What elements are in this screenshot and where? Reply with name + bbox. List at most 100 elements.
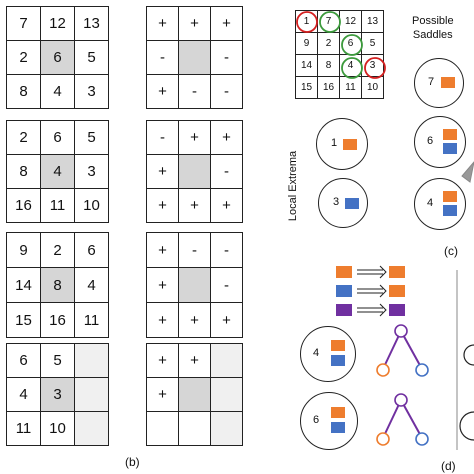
orange-square <box>443 191 457 202</box>
clipped-circle-edge <box>459 411 474 441</box>
value-cell: 7 <box>6 6 41 41</box>
value-cell: 6 <box>74 232 109 268</box>
sign-cell: - <box>210 74 243 109</box>
blue-square <box>336 285 352 297</box>
sign-cell <box>178 267 211 303</box>
purple-square <box>389 304 405 316</box>
value-cell: 15 <box>6 302 41 338</box>
sign-cell: + <box>146 74 179 109</box>
value-cell: 8 <box>6 154 41 189</box>
sign-cell <box>146 411 179 446</box>
value-cell: 13 <box>74 6 109 41</box>
sign-grid-2: -+++-+++ <box>146 120 243 223</box>
sign-cell: + <box>210 6 243 41</box>
value-cell: 16 <box>40 302 75 338</box>
value-cell: 8 <box>40 267 75 303</box>
orange-square <box>331 407 345 418</box>
blue-square <box>331 422 345 433</box>
value-cell: 11 <box>74 302 109 338</box>
sign-cell: - <box>210 232 243 268</box>
value-cell: 11 <box>40 188 75 223</box>
sign-cell: + <box>178 188 211 223</box>
blue-square <box>443 205 457 216</box>
orange-square <box>443 129 457 140</box>
tree2-right-node <box>415 432 429 446</box>
purple-square <box>336 304 352 316</box>
blue-square <box>443 143 457 154</box>
saddle-circle-4: 4 <box>414 178 466 230</box>
sign-cell: + <box>210 302 243 338</box>
tree1-right-node <box>415 363 429 377</box>
value-cell: 8 <box>6 74 41 109</box>
tree1-root-node <box>394 324 408 338</box>
value-cell: 16 <box>6 188 41 223</box>
blue-square <box>331 355 345 366</box>
orange-square <box>389 266 405 278</box>
sign-grid-4: +++ <box>146 343 243 446</box>
extremum-circle-2: 3 <box>318 178 368 228</box>
clipped-circle-edge <box>463 344 474 366</box>
red-ring-1 <box>296 11 318 33</box>
sign-grid-1: +++--+-- <box>146 6 243 109</box>
green-ring-4 <box>341 57 363 79</box>
sign-cell: + <box>178 120 211 155</box>
merge-circle-6: 6 <box>300 392 358 450</box>
extremum-circle-1: 1 <box>316 118 368 170</box>
sign-cell: - <box>210 267 243 303</box>
sign-cell: + <box>146 154 179 189</box>
value-cell: 5 <box>74 40 109 75</box>
sign-cell: + <box>146 188 179 223</box>
tree2-left-node <box>376 432 390 446</box>
green-ring-6 <box>341 34 363 56</box>
orange-square <box>389 285 405 297</box>
orange-square <box>331 340 345 351</box>
merge-arrows <box>357 265 387 317</box>
sign-cell <box>210 377 243 412</box>
value-cell <box>74 377 109 412</box>
sign-grid-3: +--+-+++ <box>146 232 243 338</box>
value-cell: 10 <box>74 188 109 223</box>
panel-b-label: (b) <box>125 455 140 469</box>
value-cell: 4 <box>40 154 75 189</box>
sign-cell <box>210 411 243 446</box>
sign-cell: + <box>178 343 211 378</box>
tree2-root-node <box>394 393 408 407</box>
value-cell: 6 <box>40 40 75 75</box>
value-cell: 14 <box>6 267 41 303</box>
value-cell: 4 <box>74 267 109 303</box>
sign-cell: + <box>146 302 179 338</box>
sign-cell: + <box>178 6 211 41</box>
panel-d-label: (d) <box>441 459 456 473</box>
tree1-left-node <box>376 363 390 377</box>
grey-arrow-head <box>461 161 474 183</box>
value-cell <box>74 343 109 378</box>
orange-square <box>343 139 357 150</box>
orange-square <box>441 77 455 88</box>
sign-cell: - <box>146 40 179 75</box>
sign-cell <box>178 411 211 446</box>
sign-cell: - <box>178 232 211 268</box>
value-cell: 5 <box>40 343 75 378</box>
sign-cell <box>178 154 211 189</box>
blue-square <box>345 198 359 209</box>
value-cell: 5 <box>74 120 109 155</box>
value-cell: 3 <box>74 74 109 109</box>
red-ring-3 <box>364 57 386 79</box>
merge-circle-4: 4 <box>300 326 356 382</box>
value-cell: 10 <box>40 411 75 446</box>
sign-cell: + <box>146 232 179 268</box>
saddle-circle-7: 7 <box>414 58 464 108</box>
value-cell <box>74 411 109 446</box>
value-cell: 3 <box>40 377 75 412</box>
saddle-circle-6: 6 <box>414 116 466 168</box>
sign-cell: + <box>210 188 243 223</box>
green-ring-7 <box>319 11 341 33</box>
orange-square <box>336 266 352 278</box>
